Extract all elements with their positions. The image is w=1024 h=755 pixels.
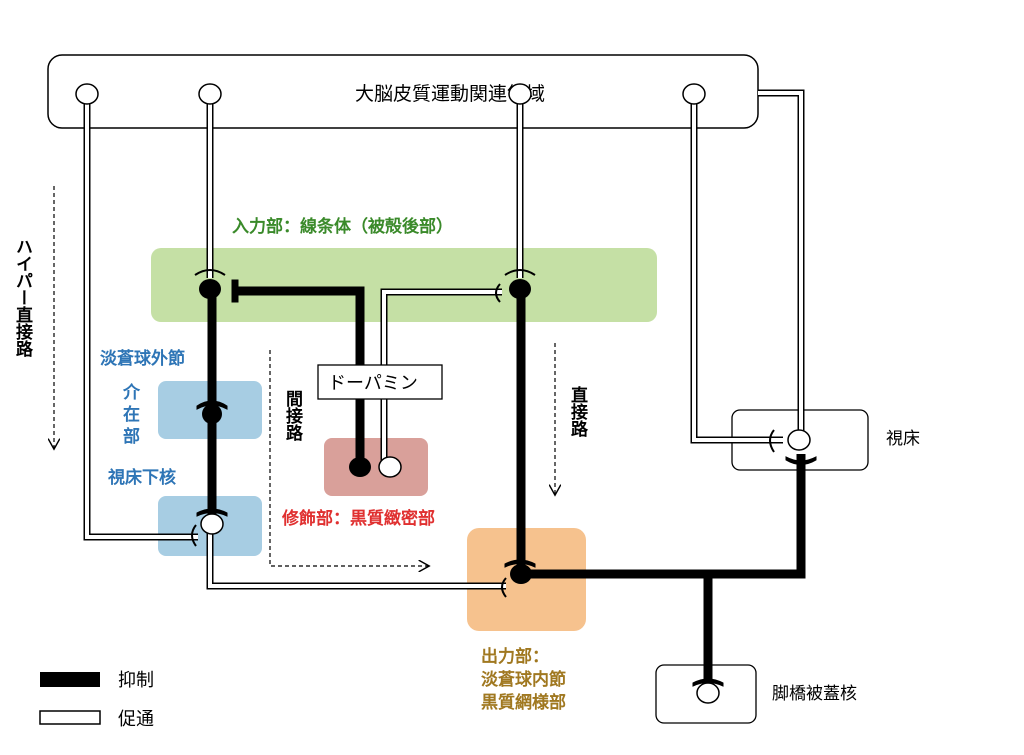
direct-label: 直接路 bbox=[567, 385, 588, 438]
dopamine-label: ドーパミン bbox=[328, 373, 418, 394]
excitatory-synapses bbox=[191, 269, 775, 598]
hyperdirect-label: ハイパー直接路 bbox=[12, 238, 33, 358]
output-label-line-3: 黒質網様部 bbox=[481, 692, 566, 713]
cortex-label: 大脳皮質運動関連領域 bbox=[355, 83, 545, 105]
output-label-line-1: 出力部： bbox=[481, 646, 549, 667]
interposed-char-1: 介 bbox=[122, 382, 141, 403]
cortex-neurons bbox=[75, 83, 706, 105]
indirect-label: 間接路 bbox=[282, 390, 303, 442]
thalamus-label: 視床 bbox=[886, 429, 920, 449]
output-label-line-2: 淡蒼球内節 bbox=[481, 669, 566, 690]
inhibitory-synapses bbox=[196, 279, 817, 687]
output-label: 出力部： 淡蒼球内節 黒質網様部 bbox=[481, 646, 566, 713]
modulator-label: 修飾部：黒質緻密部 bbox=[281, 508, 435, 529]
pathway-arrows bbox=[54, 186, 555, 566]
interposed-label: 介 在 部 bbox=[122, 382, 141, 447]
interposed-char-3: 部 bbox=[123, 426, 140, 447]
excitatory-pathways bbox=[83, 89, 805, 590]
indirect-arrow bbox=[269, 350, 428, 566]
dopamine-box bbox=[317, 364, 443, 400]
excitatory-neurons bbox=[200, 429, 811, 704]
legend-excite-swatch bbox=[39, 710, 101, 725]
striatum-label: 入力部：線条体（被殻後部） bbox=[232, 216, 453, 237]
striatum-box bbox=[151, 248, 657, 322]
modulator-box bbox=[324, 438, 428, 496]
legend-inhibit-label: 抑制 bbox=[118, 670, 154, 691]
interposed-char-2: 在 bbox=[123, 404, 140, 425]
legend-inhibit-swatch bbox=[40, 672, 100, 687]
inhibitory-neurons bbox=[199, 279, 532, 584]
gpe-label: 淡蒼球外節 bbox=[100, 348, 185, 369]
legend: 抑制 促通 bbox=[39, 670, 154, 730]
legend-excite-label: 促通 bbox=[118, 709, 154, 730]
stn-label: 視床下核 bbox=[107, 467, 176, 488]
ppn-label: 脚橋被蓋核 bbox=[772, 684, 857, 704]
